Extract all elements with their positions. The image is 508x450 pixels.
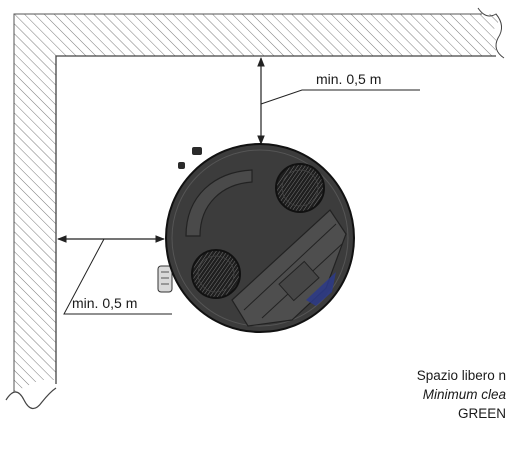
top-wall [14,14,499,392]
fan-grille-top-right [275,163,325,213]
side-connector [157,265,173,293]
top-clearance-label: min. 0,5 m [316,71,382,87]
fan-grille-bottom-left [191,249,241,299]
wall-outer-edge [13,13,482,392]
machine-top-view [157,143,355,333]
control-panel [231,209,347,327]
wall-break-line [5,387,57,410]
top-connector-small [178,162,185,169]
left-clearance-dimension [57,235,172,315]
top-connector [192,147,202,155]
curved-handle [185,169,253,237]
wall-corner [5,7,505,410]
top-clearance-dimension [257,57,420,145]
note-line-3: GREEN [457,406,506,421]
left-clearance-label: min. 0,5 m [72,295,138,311]
note-line-2: Minimum clea [422,387,506,402]
wall-break-line-right [477,7,505,59]
wall-inner-edge [55,55,496,384]
note-line-1: Spazio libero n [416,368,506,383]
